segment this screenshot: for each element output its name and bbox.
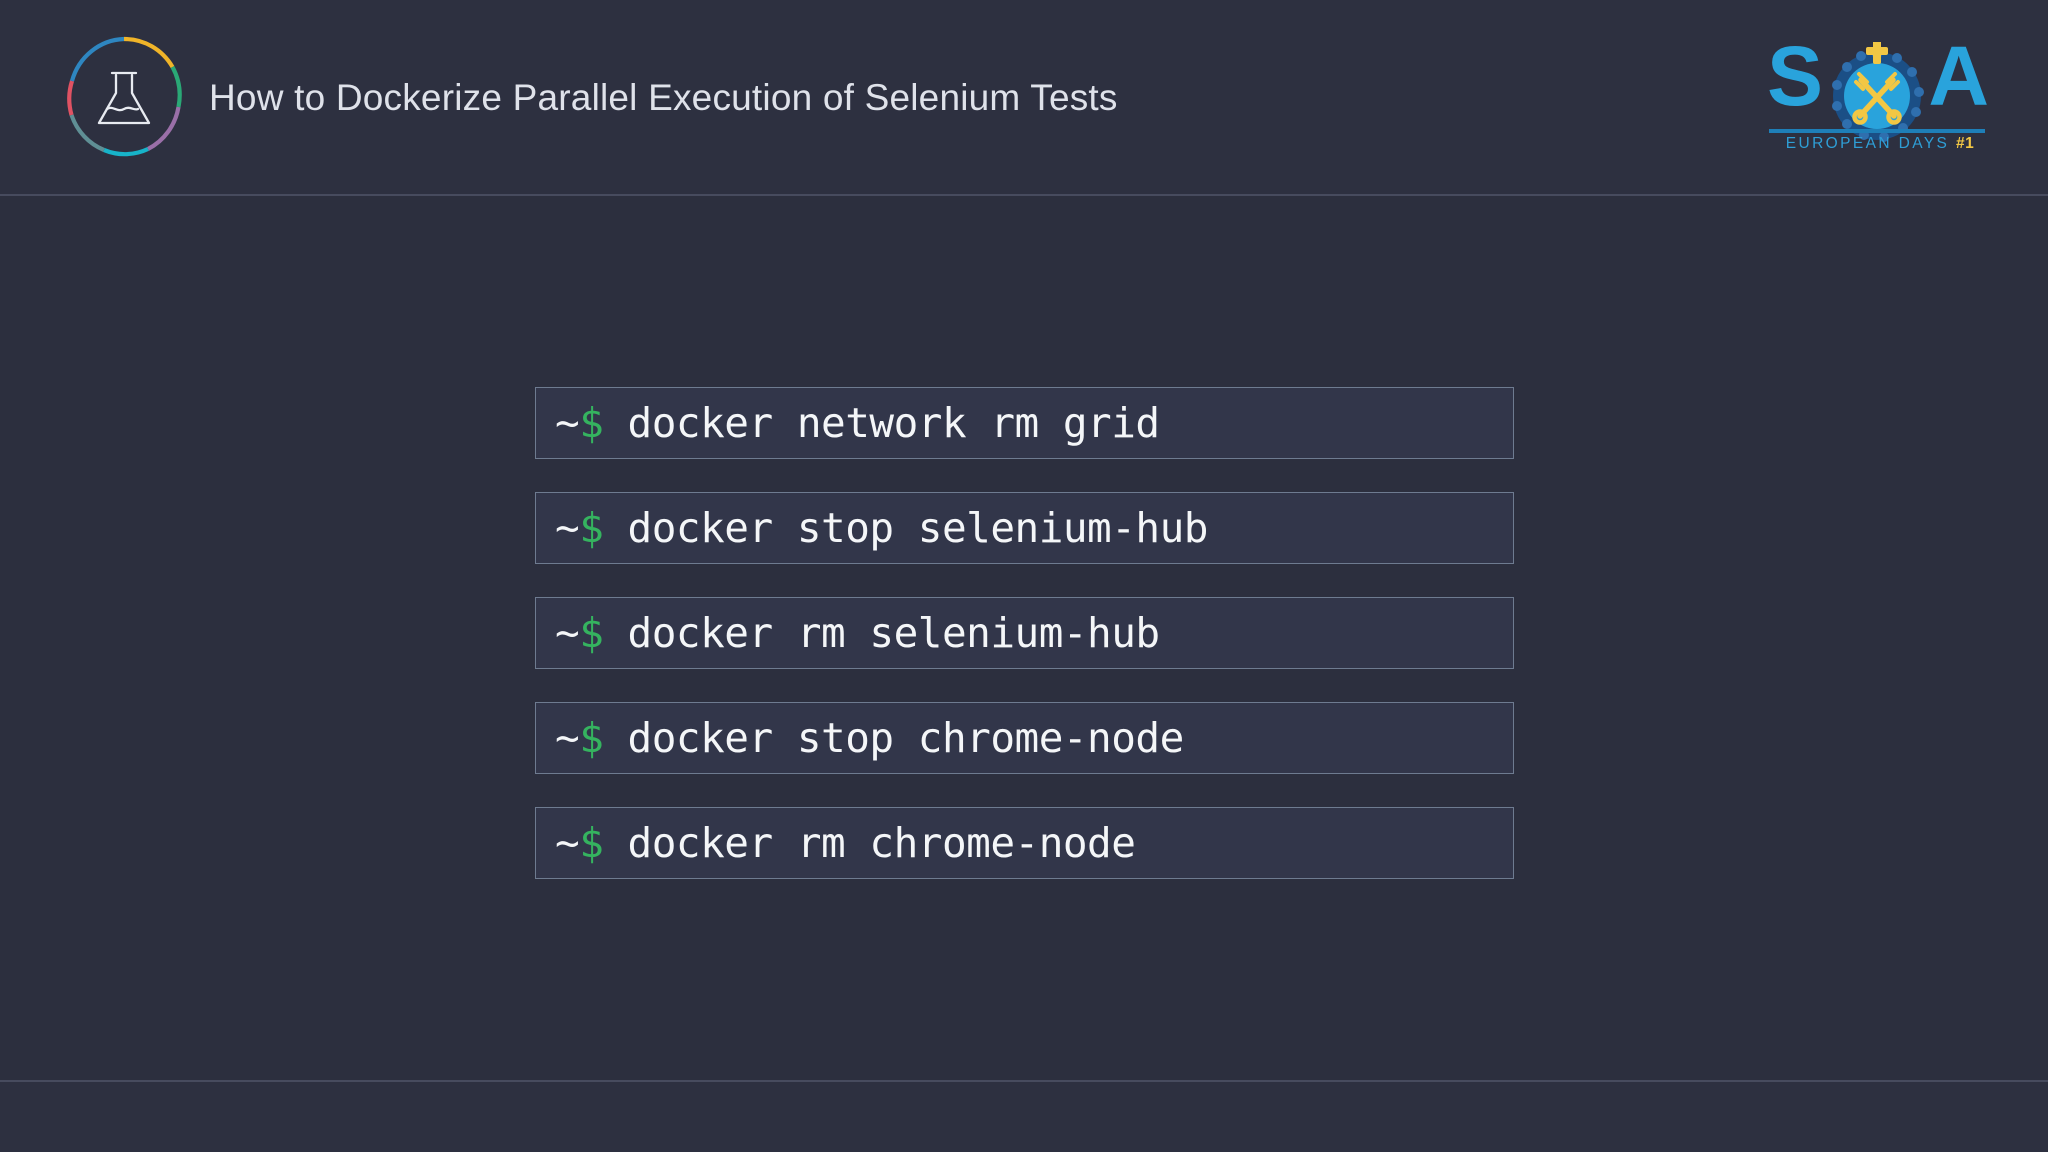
terminal-line: ~$ docker rm selenium-hub <box>555 612 1160 654</box>
prompt-dollar: $ <box>579 713 604 762</box>
terminal-line: ~$ docker stop selenium-hub <box>555 507 1208 549</box>
page-title: How to Dockerize Parallel Execution of S… <box>209 77 1118 118</box>
terminal-command-box: ~$ docker stop selenium-hub <box>535 492 1514 564</box>
terminal-line: ~$ docker stop chrome-node <box>555 717 1184 759</box>
terminal-command-list: ~$ docker network rm grid ~$ docker stop… <box>535 387 1514 879</box>
prompt-dollar: $ <box>579 608 604 657</box>
prompt-dollar: $ <box>579 503 604 552</box>
terminal-command-text: docker stop selenium-hub <box>603 503 1209 552</box>
prompt-tilde: ~ <box>555 818 580 867</box>
slide-footer <box>0 1082 2048 1152</box>
terminal-line: ~$ docker network rm grid <box>555 402 1160 444</box>
terminal-command-box: ~$ docker stop chrome-node <box>535 702 1514 774</box>
terminal-command-text: docker rm chrome-node <box>603 818 1136 867</box>
soa-letter-s: S <box>1767 29 1824 123</box>
footer-divider <box>0 1080 2048 1082</box>
terminal-line: ~$ docker rm chrome-node <box>555 822 1136 864</box>
soa-subtitle-text: EUROPEAN DAYS <box>1785 135 1950 152</box>
soa-underline <box>1769 129 1985 133</box>
prompt-tilde: ~ <box>555 503 580 552</box>
soa-subtitle-accent: #1 <box>1956 135 1975 152</box>
slide-header: How to Dockerize Parallel Execution of S… <box>0 0 2048 196</box>
terminal-command-text: docker rm selenium-hub <box>603 608 1161 657</box>
prompt-dollar: $ <box>579 818 604 867</box>
prompt-dollar: $ <box>579 398 604 447</box>
prompt-tilde: ~ <box>555 398 580 447</box>
soa-european-days-logo: S A <box>1763 34 1991 154</box>
terminal-command-text: docker stop chrome-node <box>603 713 1185 762</box>
prompt-tilde: ~ <box>555 713 580 762</box>
soa-subtitle: EUROPEAN DAYS #1 <box>1769 135 1991 153</box>
terminal-command-box: ~$ docker rm chrome-node <box>535 807 1514 879</box>
soa-letters: S A <box>1763 34 1991 126</box>
terminal-command-box: ~$ docker network rm grid <box>535 387 1514 459</box>
flask-in-ring-logo-icon <box>64 35 184 159</box>
slide-body: ~$ docker network rm grid ~$ docker stop… <box>0 196 2048 1082</box>
terminal-command-text: docker network rm grid <box>603 398 1161 447</box>
soa-letter-a: A <box>1928 29 1989 123</box>
prompt-tilde: ~ <box>555 608 580 657</box>
terminal-command-box: ~$ docker rm selenium-hub <box>535 597 1514 669</box>
crossed-keys-emblem-icon <box>1825 40 1929 146</box>
